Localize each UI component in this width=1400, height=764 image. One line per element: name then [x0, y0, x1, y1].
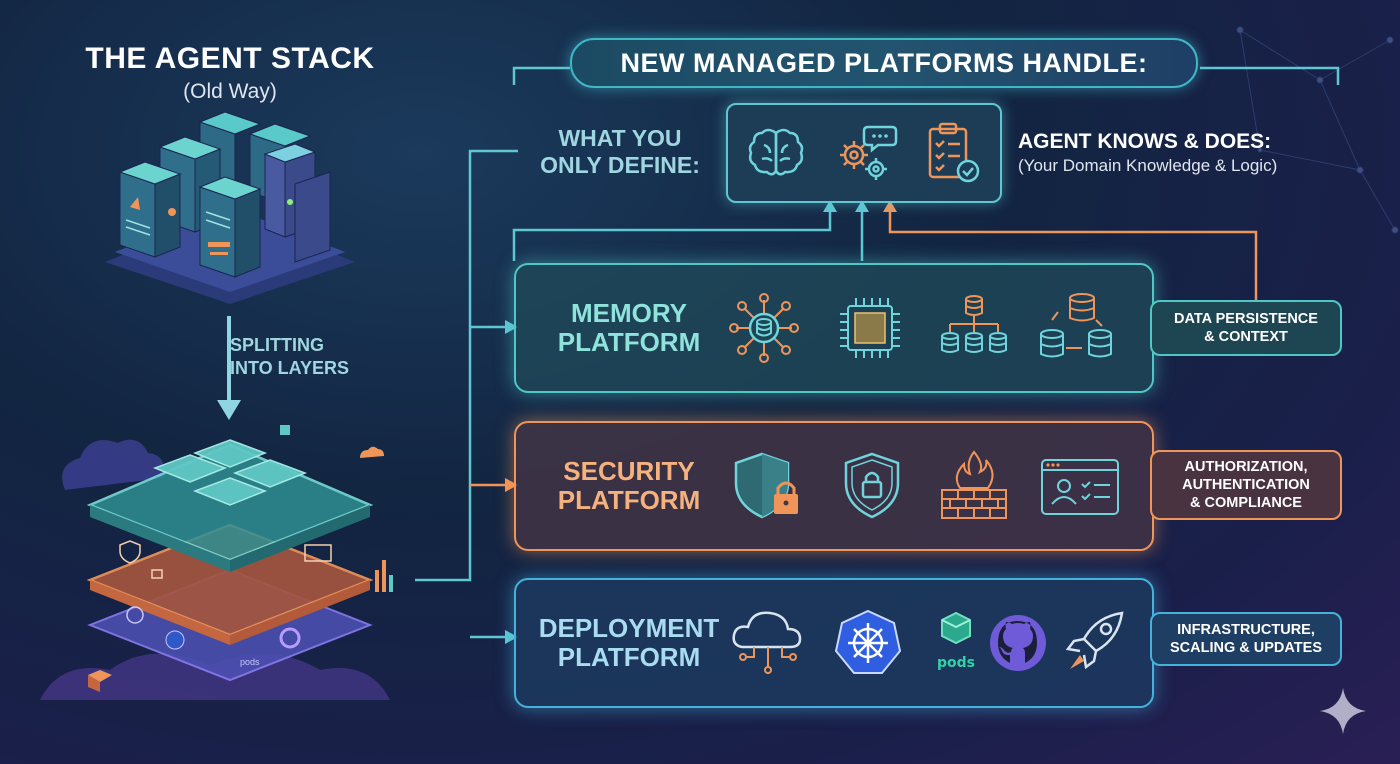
deployment-side-label-line1: INFRASTRUCTURE, — [1177, 622, 1315, 638]
pods-label: pods — [937, 655, 975, 671]
shield-lock-icon — [734, 452, 798, 519]
left-title: THE AGENT STACK — [85, 42, 375, 75]
cloud-network-icon — [732, 611, 802, 674]
chip-icon — [840, 298, 900, 358]
memory-platform-title: MEMORY PLATFORM — [534, 299, 724, 357]
network-decoration — [1236, 26, 1399, 234]
splitting-label-line1: SPLITTING — [230, 335, 324, 355]
security-side-label-line3: & COMPLIANCE — [1190, 495, 1302, 511]
deployment-platform-card: DEPLOYMENT PLATFORM pods — [514, 578, 1154, 708]
memory-side-label-line1: DATA PERSISTENCE — [1174, 311, 1318, 327]
server-stack-illustration — [105, 111, 355, 304]
down-arrow — [217, 316, 241, 420]
checklist-icon — [928, 122, 980, 183]
memory-side-label-line2: & CONTEXT — [1204, 329, 1288, 345]
firewall-icon — [941, 450, 1007, 519]
deployment-platform-title: DEPLOYMENT PLATFORM — [534, 614, 724, 672]
define-label: WHAT YOU ONLY DEFINE: — [520, 125, 720, 179]
agent-subtitle: (Your Domain Knowledge & Logic) — [1018, 156, 1278, 175]
left-subtitle: (Old Way) — [183, 80, 277, 103]
security-side-label-line2: AUTHENTICATION — [1182, 477, 1310, 493]
shield-padlock-icon — [844, 452, 900, 519]
security-platform-title: SECURITY PLATFORM — [534, 457, 724, 515]
header-title: NEW MANAGED PLATFORMS HANDLE: — [570, 38, 1198, 88]
agent-title: AGENT KNOWS & DOES: — [1018, 130, 1272, 153]
layered-stack-illustration: pods — [40, 425, 393, 700]
security-side-label: AUTHORIZATION, AUTHENTICATION & COMPLIANCE — [1150, 450, 1342, 520]
security-platform-title-line2: PLATFORM — [557, 485, 701, 515]
memory-platform-title-line1: MEMORY — [570, 298, 688, 328]
define-label-line1: WHAT YOU — [558, 125, 682, 151]
pods-mini-label: pods — [240, 657, 260, 667]
security-platform-title-line1: SECURITY — [563, 456, 695, 486]
splitting-label-line2: INTO LAYERS — [230, 358, 350, 378]
deployment-side-label-line2: SCALING & UPDATES — [1170, 640, 1322, 656]
pods-icon: pods — [937, 611, 975, 671]
deployment-platform-title-line1: DEPLOYMENT — [538, 613, 720, 643]
rocket-icon — [1065, 611, 1124, 670]
github-icon — [990, 615, 1046, 671]
network-database-icon — [729, 293, 799, 363]
kubernetes-icon — [834, 609, 902, 674]
deployment-side-label: INFRASTRUCTURE, SCALING & UPDATES — [1150, 612, 1342, 666]
brain-icon — [748, 128, 804, 176]
memory-platform-card: MEMORY PLATFORM — [514, 263, 1154, 393]
security-platform-card: SECURITY PLATFORM — [514, 421, 1154, 551]
connector-lines — [415, 66, 1340, 644]
database-tree-icon — [941, 295, 1007, 353]
define-label-line2: ONLY DEFINE: — [540, 152, 700, 178]
memory-side-label: DATA PERSISTENCE & CONTEXT — [1150, 300, 1342, 356]
memory-platform-title-line2: PLATFORM — [557, 327, 701, 357]
database-sync-icon — [1040, 293, 1112, 358]
deployment-platform-title-line2: PLATFORM — [557, 642, 701, 672]
define-box — [726, 103, 1002, 203]
security-side-label-line1: AUTHORIZATION, — [1184, 459, 1308, 475]
identity-checklist-icon — [1041, 459, 1119, 515]
splitting-label: SPLITTING INTO LAYERS — [230, 334, 390, 380]
gears-chat-icon — [840, 125, 898, 180]
sparkle-icon — [1320, 688, 1366, 734]
